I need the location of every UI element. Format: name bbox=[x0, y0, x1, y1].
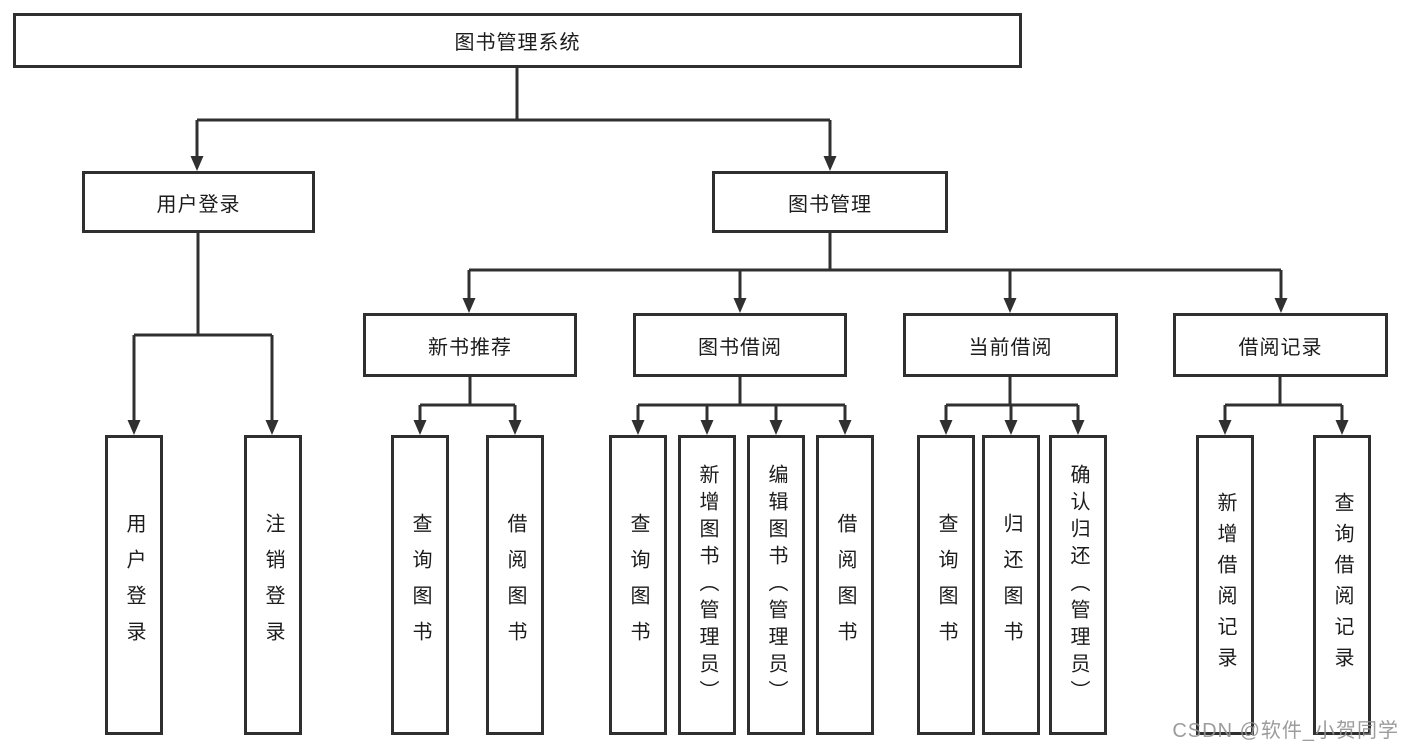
leaf-borrow-books: 借阅图书 bbox=[816, 435, 874, 735]
leaf-add-borrow-record: 新增借阅记录 bbox=[1196, 435, 1254, 735]
node-label: 借阅记录 bbox=[1238, 336, 1323, 359]
node-book-management: 图书管理 bbox=[712, 171, 948, 233]
node-user-login: 用户登录 bbox=[82, 171, 315, 233]
leaf-label: 注销登录 bbox=[262, 513, 284, 657]
leaf-label: 借阅图书 bbox=[834, 513, 856, 657]
leaf-add-book-admin: 新增图书（管理员） bbox=[678, 435, 736, 735]
node-label: 当前借阅 bbox=[968, 336, 1053, 359]
leaf-confirm-return-admin: 确认归还（管理员） bbox=[1049, 435, 1107, 735]
node-label: 新书推荐 bbox=[428, 336, 512, 359]
leaf-label: 用户登录 bbox=[123, 513, 145, 657]
node-new-book-recommendation: 新书推荐 bbox=[363, 313, 577, 377]
node-current-borrowing: 当前借阅 bbox=[903, 313, 1118, 377]
node-book-borrowing: 图书借阅 bbox=[633, 313, 847, 377]
node-borrowing-records: 借阅记录 bbox=[1173, 313, 1388, 377]
leaf-label: 借阅图书 bbox=[504, 513, 526, 657]
csdn-watermark: CSDN @软件_小贺同学 bbox=[1172, 720, 1399, 742]
node-label: 图书借阅 bbox=[698, 336, 782, 359]
node-label: 图书管理 bbox=[788, 193, 872, 216]
leaf-logout: 注销登录 bbox=[244, 435, 302, 735]
leaf-label: 新增借阅记录 bbox=[1214, 492, 1236, 678]
leaf-borrow-query-books: 查询图书 bbox=[609, 435, 667, 735]
leaf-label: 查询图书 bbox=[409, 513, 431, 657]
node-label: 用户登录 bbox=[156, 193, 241, 216]
node-library-management-system: 图书管理系统 bbox=[13, 13, 1022, 68]
leaf-return-books: 归还图书 bbox=[982, 435, 1040, 735]
leaf-user-login: 用户登录 bbox=[105, 435, 163, 735]
leaf-label: 确认归还（管理员） bbox=[1067, 463, 1089, 707]
leaf-newrec-query-books: 查询图书 bbox=[391, 435, 449, 735]
leaf-label: 归还图书 bbox=[1000, 513, 1022, 657]
leaf-label: 新增图书（管理员） bbox=[696, 463, 718, 707]
node-label: 图书管理系统 bbox=[454, 32, 581, 54]
leaf-edit-book-admin: 编辑图书（管理员） bbox=[747, 435, 805, 735]
leaf-current-query-books: 查询图书 bbox=[917, 435, 975, 735]
leaf-query-borrow-record: 查询借阅记录 bbox=[1313, 435, 1371, 735]
leaf-label: 查询借阅记录 bbox=[1331, 492, 1353, 678]
leaf-label: 编辑图书（管理员） bbox=[765, 463, 787, 707]
leaf-newrec-borrow-books: 借阅图书 bbox=[486, 435, 544, 735]
leaf-label: 查询图书 bbox=[935, 513, 957, 657]
leaf-label: 查询图书 bbox=[627, 513, 649, 657]
